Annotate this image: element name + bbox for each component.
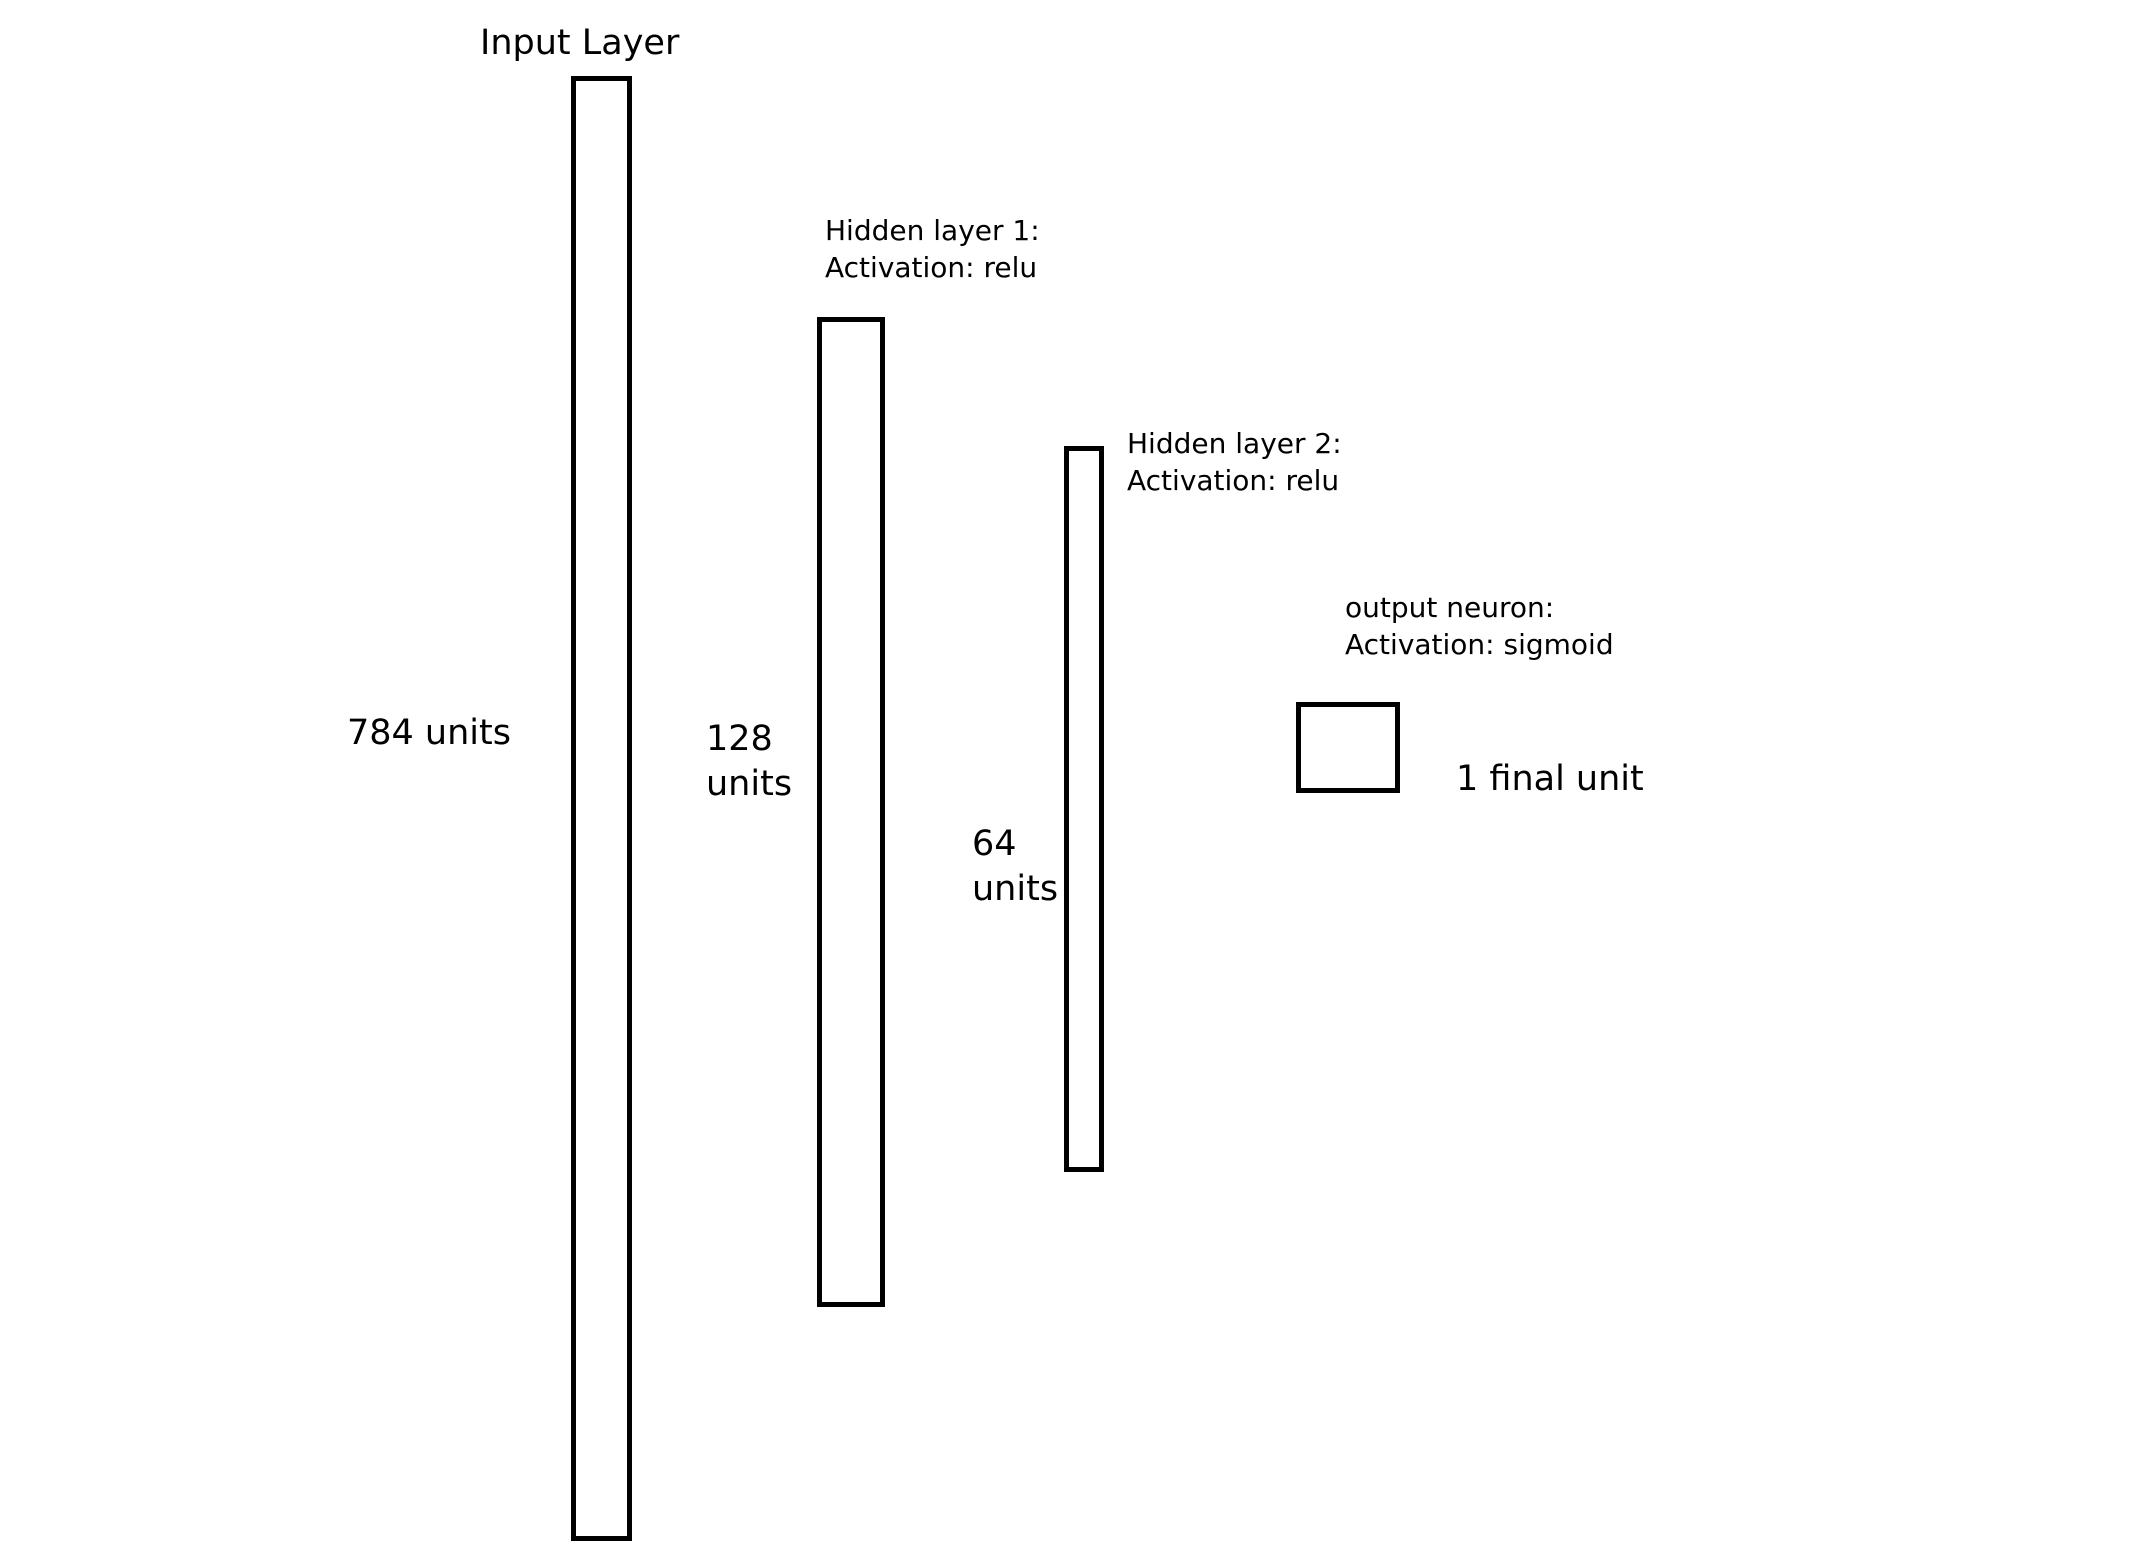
- output-neuron-name: output neuron:: [1345, 591, 1555, 624]
- input-layer-box: [571, 76, 632, 1541]
- output-neuron-caption: output neuron: Activation: sigmoid: [1345, 589, 1614, 663]
- hidden-layer-1-caption: Hidden layer 1: Activation: relu: [825, 212, 1040, 286]
- hidden-layer-2-box: [1064, 446, 1104, 1172]
- output-units-label: 1 final unit: [1456, 759, 1644, 799]
- input-layer-units-label: 784 units: [347, 713, 511, 753]
- input-layer-title: Input Layer: [480, 23, 680, 63]
- output-neuron-box: [1296, 702, 1400, 793]
- hidden-layer-1-box: [817, 317, 885, 1307]
- hidden-layer-1-name: Hidden layer 1:: [825, 214, 1040, 247]
- hidden-layer-1-activation: Activation: relu: [825, 251, 1038, 284]
- hidden-layer-2-name: Hidden layer 2:: [1127, 427, 1342, 460]
- hidden-layer-2-units-label: 64 units: [972, 822, 1058, 912]
- hidden-layer-2-units-word: units: [972, 869, 1059, 909]
- hidden-layer-2-caption: Hidden layer 2: Activation: relu: [1127, 425, 1342, 499]
- hidden-layer-2-units-count: 64: [972, 824, 1017, 864]
- hidden-layer-1-units-label: 128 units: [706, 717, 792, 807]
- output-neuron-activation: Activation: sigmoid: [1345, 628, 1614, 661]
- hidden-layer-1-units-word: units: [706, 764, 793, 804]
- hidden-layer-1-units-count: 128: [706, 719, 773, 759]
- hidden-layer-2-activation: Activation: relu: [1127, 464, 1340, 497]
